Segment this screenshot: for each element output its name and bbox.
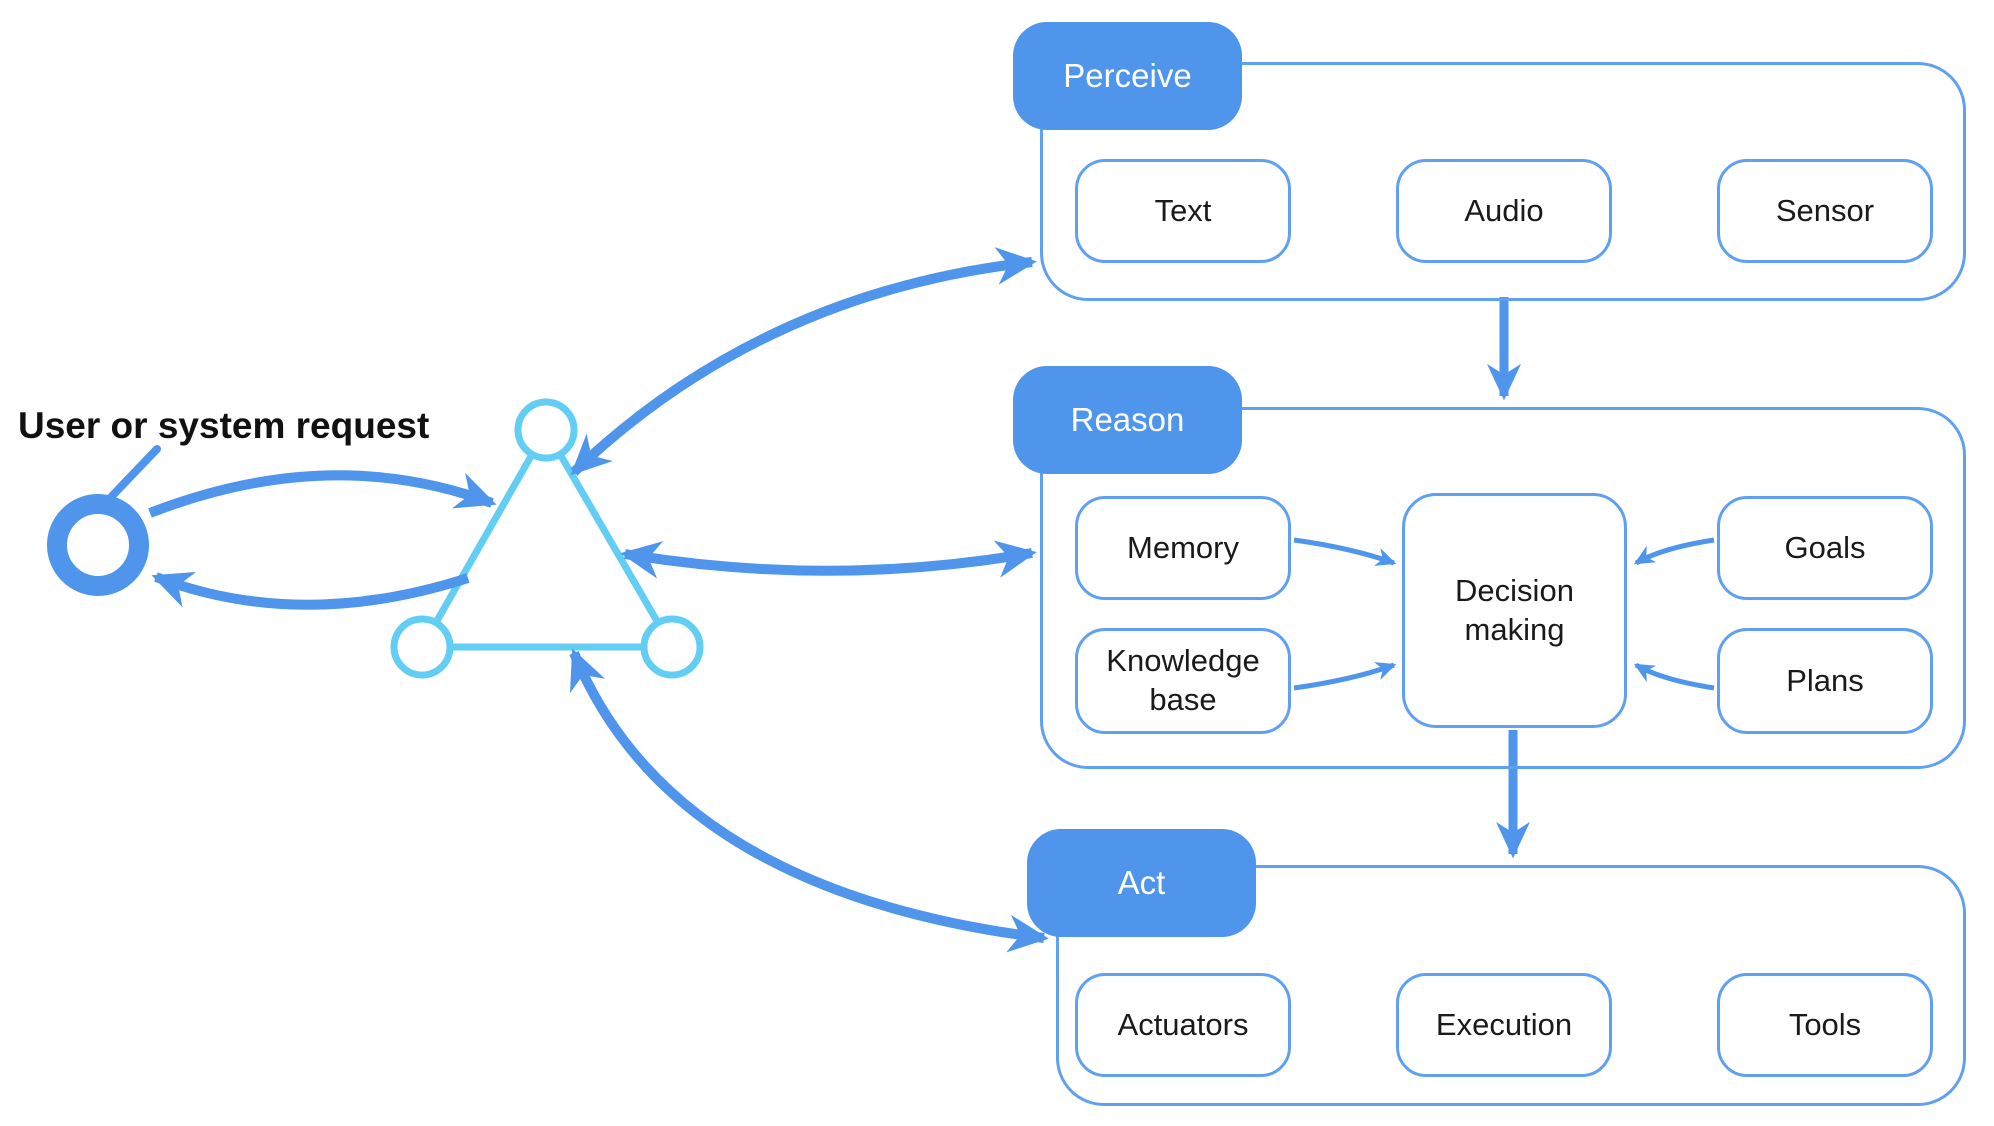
arrow-goals-to-decision — [1633, 537, 1715, 566]
arrow-agent-act — [569, 648, 1049, 953]
arrow-agent-perceive — [570, 247, 1037, 476]
user-node-icon — [47, 494, 149, 596]
agent-triangle-icon — [390, 398, 704, 679]
arrow-agent-reason — [620, 540, 1037, 579]
box-memory: Memory — [1075, 496, 1291, 600]
arrow-plans-to-decision — [1633, 662, 1715, 691]
box-sensor: Sensor — [1717, 159, 1933, 263]
box-knowledge-base: Knowledge base — [1075, 628, 1291, 734]
box-execution: Execution — [1396, 973, 1612, 1077]
arrow-user-to-agent — [148, 470, 497, 518]
arrow-memory-to-decision — [1293, 537, 1397, 566]
box-text: Text — [1075, 159, 1291, 263]
reason-container — [1040, 407, 1966, 769]
perceive-tab: Perceive — [1013, 22, 1242, 130]
box-actuators: Actuators — [1075, 973, 1291, 1077]
box-goals: Goals — [1717, 496, 1933, 600]
arrow-agent-to-user — [151, 572, 470, 610]
label-callout-line — [108, 445, 161, 500]
act-container — [1056, 865, 1966, 1106]
box-tools: Tools — [1717, 973, 1933, 1077]
arrow-knowledge-to-decision — [1293, 662, 1397, 691]
reason-tab: Reason — [1013, 366, 1242, 474]
perceive-container — [1040, 62, 1966, 301]
box-audio: Audio — [1396, 159, 1612, 263]
box-decision-making: Decision making — [1402, 493, 1627, 728]
act-tab: Act — [1027, 829, 1256, 937]
user-request-label: User or system request — [18, 405, 430, 446]
box-plans: Plans — [1717, 628, 1933, 734]
